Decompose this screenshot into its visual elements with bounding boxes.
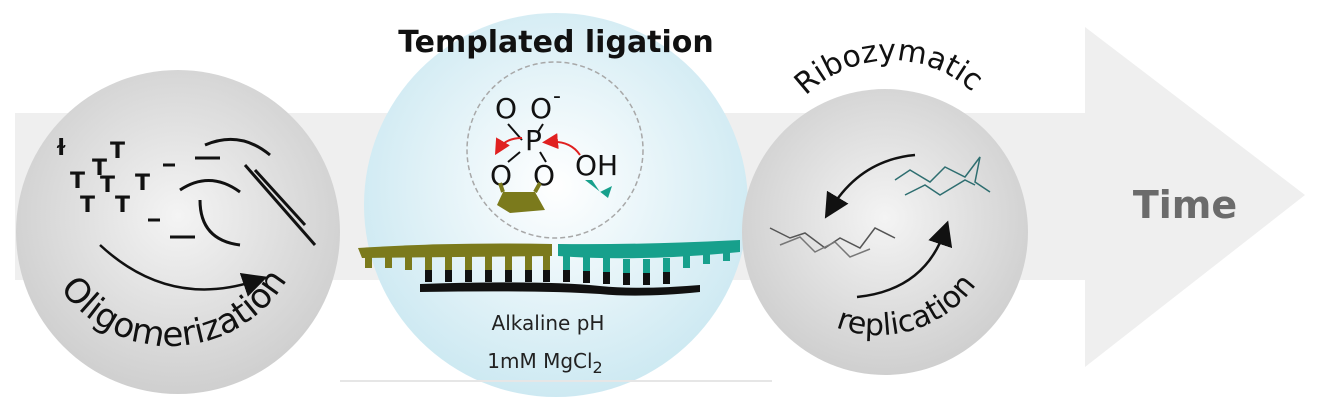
sugar-ring-icon bbox=[497, 192, 545, 213]
cycle-arrow-bottom-icon bbox=[856, 220, 953, 299]
template-strand bbox=[420, 282, 700, 296]
phosphate-structure: O O - P O O OH bbox=[490, 84, 618, 192]
oligomerization-stage: ɫ T T T T T T T Oligomerization bbox=[16, 70, 340, 394]
svg-text:P: P bbox=[525, 124, 542, 157]
olive-strand bbox=[358, 243, 552, 258]
svg-text:T: T bbox=[110, 139, 125, 164]
svg-text:T: T bbox=[115, 193, 130, 218]
svg-text:-: - bbox=[553, 84, 561, 109]
ligation-title: Templated ligation bbox=[398, 25, 714, 60]
condition-mgcl2: 1mM MgCl2 bbox=[487, 349, 602, 377]
condition-ph: Alkaline pH bbox=[492, 311, 605, 335]
zoom-circle bbox=[466, 61, 644, 239]
ribozyme-structure-icon bbox=[769, 156, 991, 258]
svg-text:O: O bbox=[530, 92, 552, 125]
time-label: Time bbox=[1133, 183, 1237, 227]
curved-arrow-icon bbox=[99, 244, 268, 297]
svg-text:O: O bbox=[495, 92, 517, 125]
ribozymatic-replication-stage: Ribozymatic replication bbox=[742, 33, 1028, 375]
svg-text:ɫ: ɫ bbox=[55, 136, 67, 161]
monomers-icon: ɫ T T T T T T T bbox=[55, 136, 150, 218]
svg-text:O: O bbox=[490, 159, 512, 192]
templated-ligation-stage: O O - P O O OH Templated ligat bbox=[340, 13, 772, 397]
cycle-arrow-top-icon bbox=[824, 153, 916, 219]
svg-text:T: T bbox=[70, 169, 85, 194]
svg-text:T: T bbox=[92, 156, 107, 181]
svg-text:T: T bbox=[135, 171, 150, 196]
svg-text:OH: OH bbox=[575, 149, 618, 182]
svg-text:T: T bbox=[100, 173, 115, 198]
svg-text:T: T bbox=[80, 193, 95, 218]
teal-strand bbox=[558, 240, 740, 259]
oligomer-strands-icon bbox=[148, 137, 317, 247]
